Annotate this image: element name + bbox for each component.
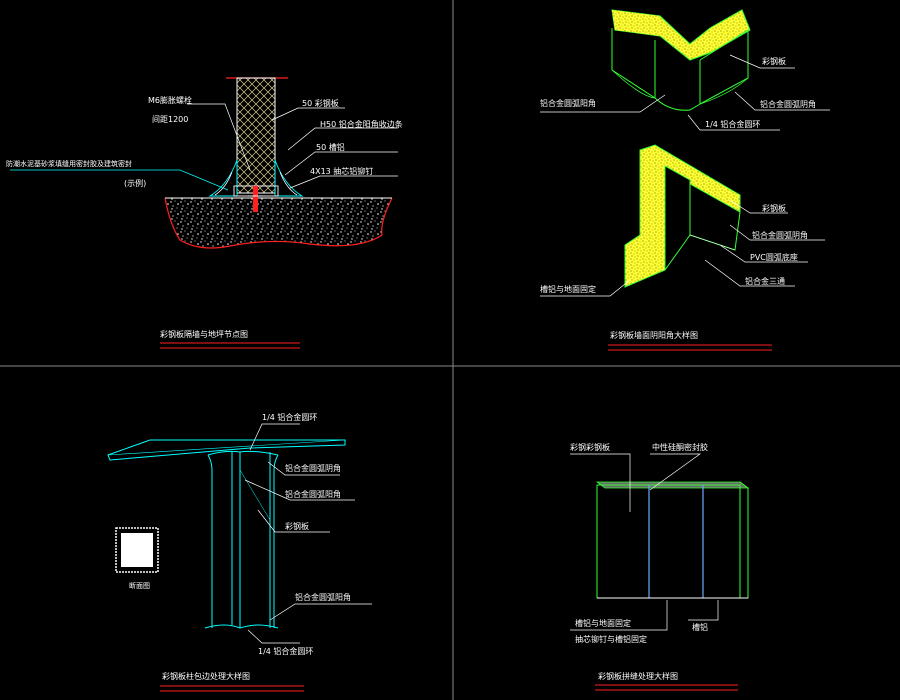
q3-label-section: 断面图 [129, 581, 150, 590]
q1-title: 彩钢板隔墙与地坪节点图 [160, 329, 248, 339]
q4-label-seam: 中性硅酮密封胶 [652, 442, 708, 452]
q2-label-top-inner: 铝合金圆弧阴角 [760, 99, 816, 109]
q4-label-panel: 彩钢彩钢板 [570, 442, 610, 452]
q3-label-quarter-top: 1/4 铝合金圆环 [262, 412, 317, 422]
q2-corner-details [540, 9, 830, 351]
q1-label-angle: H50 铝合金阳角收边条 [320, 119, 403, 129]
q3-label-outer2: 铝合金圆弧阳角 [295, 592, 351, 602]
q3-label-quarter-bot: 1/4 铝合金圆环 [258, 646, 313, 656]
q2-label-bot-three: 铝合金三通 [745, 276, 785, 286]
q3-label-outer: 铝合金圆弧阳角 [285, 489, 341, 499]
q3-title: 彩钢板柱包边处理大样图 [162, 671, 250, 681]
q4-label-channel-fix: 槽铝与地面固定 [575, 618, 631, 628]
q3-label-panel: 彩钢板 [285, 521, 309, 531]
q1-label-panel: 50 彩钢板 [302, 98, 339, 108]
q1-wall-floor-detail [10, 77, 398, 349]
q2-label-bot-inner: 铝合金圆弧阴角 [752, 230, 808, 240]
q3-label-inner: 铝合金圆弧阴角 [285, 463, 341, 473]
q1-label-channel: 50 槽铝 [316, 142, 345, 152]
q1-label-bolt: M6膨胀螺栓 [148, 95, 192, 105]
q1-label-sealant: 防潮水泥基砂浆填缝用密封胶及建筑密封 [6, 159, 132, 168]
q2-label-bot-pvc: PVC圆弧底座 [750, 252, 798, 262]
q3-column-detail [107, 423, 372, 692]
q2-label-bot-panel: 彩钢板 [762, 203, 786, 213]
q1-label-spacing: 间距1200 [152, 115, 188, 124]
q2-label-top-panel: 彩钢板 [762, 56, 786, 66]
q2-label-top-quarter: 1/4 铝合金圆环 [705, 119, 760, 129]
q2-label-bot-ground: 槽铝与地面固定 [540, 284, 596, 294]
q4-label-rivet-fix: 抽芯铆钉与槽铝固定 [575, 634, 647, 644]
q1-label-rivet: 4X13 抽芯铝铆钉 [310, 166, 373, 176]
q1-label-sealant-note: (示例) [124, 178, 146, 188]
q4-label-channel: 槽铝 [692, 622, 708, 632]
q2-label-top-outer: 铝合金圆弧阳角 [540, 98, 596, 108]
q4-seam-detail [570, 453, 750, 691]
q2-title: 彩钢板墙面阴阳角大样图 [610, 330, 698, 340]
q4-title: 彩钢板拼缝处理大样图 [598, 671, 678, 681]
